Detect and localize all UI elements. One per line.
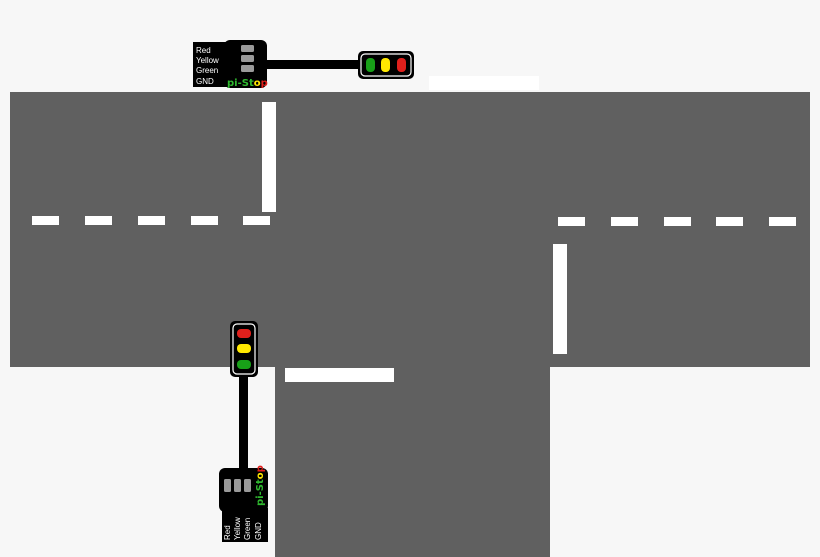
lane-dash xyxy=(716,217,743,226)
pin xyxy=(224,479,231,492)
lane-dash xyxy=(664,217,691,226)
lamp-green xyxy=(366,58,375,72)
lane-dashes-east xyxy=(558,217,796,226)
pin xyxy=(241,45,254,52)
lane-dash xyxy=(191,216,218,225)
light-head-outline xyxy=(360,53,412,77)
board-arm xyxy=(262,60,362,69)
pin-label-yellow: Yellow xyxy=(196,56,219,65)
logo-text-o: o xyxy=(254,78,261,89)
lane-dash xyxy=(243,216,270,225)
pin-label-red: Red xyxy=(223,525,232,540)
pi-stop-logo: pi-Stop xyxy=(255,465,266,506)
board-body xyxy=(224,40,267,88)
pin-label-gnd: GND xyxy=(254,522,263,540)
pin-label-green: Green xyxy=(243,518,252,540)
lane-dash xyxy=(138,216,165,225)
logo-text-o: o xyxy=(255,472,266,479)
pin-label-green: Green xyxy=(196,66,218,75)
logo-text-pre: pi-St xyxy=(227,78,254,89)
pi-stop-logo: pi-Stop xyxy=(227,78,268,89)
light-head-outline xyxy=(232,323,256,375)
pin xyxy=(241,55,254,62)
lane-dash xyxy=(769,217,796,226)
pin xyxy=(241,65,254,72)
board-arm xyxy=(239,375,248,475)
pin-label-gnd: GND xyxy=(196,77,214,86)
lane-dashes-west xyxy=(32,216,270,225)
main-road xyxy=(10,92,810,367)
board-body xyxy=(219,468,268,512)
lane-dash xyxy=(558,217,585,226)
crossing-block-top xyxy=(429,76,539,90)
lamp-yellow xyxy=(237,344,251,353)
logo-text-post: p xyxy=(255,465,266,472)
lane-dash xyxy=(611,217,638,226)
pin xyxy=(234,479,241,492)
stop-line-south xyxy=(285,368,394,382)
stop-line-east xyxy=(553,244,567,354)
stop-line-west xyxy=(262,102,276,212)
board-connector xyxy=(193,42,227,87)
lane-dash xyxy=(85,216,112,225)
logo-text-pre: pi-St xyxy=(255,479,266,506)
lamp-green xyxy=(237,360,251,369)
logo-text-post: p xyxy=(261,78,268,89)
pin-label-red: Red xyxy=(196,46,211,55)
pi-stop-board-bottom: Red Yellow Green GND pi-Stop xyxy=(219,321,268,542)
pin xyxy=(244,479,251,492)
lamp-red xyxy=(397,58,406,72)
road xyxy=(10,92,810,557)
board-connector xyxy=(222,508,268,542)
lamp-red xyxy=(237,329,251,338)
side-road xyxy=(275,360,550,557)
lane-dash xyxy=(32,216,59,225)
lamp-yellow xyxy=(381,58,390,72)
pin-label-yellow: Yellow xyxy=(233,517,242,540)
pi-stop-board-top: Red Yellow Green GND pi-Stop xyxy=(193,40,414,89)
road-markings xyxy=(32,76,796,382)
